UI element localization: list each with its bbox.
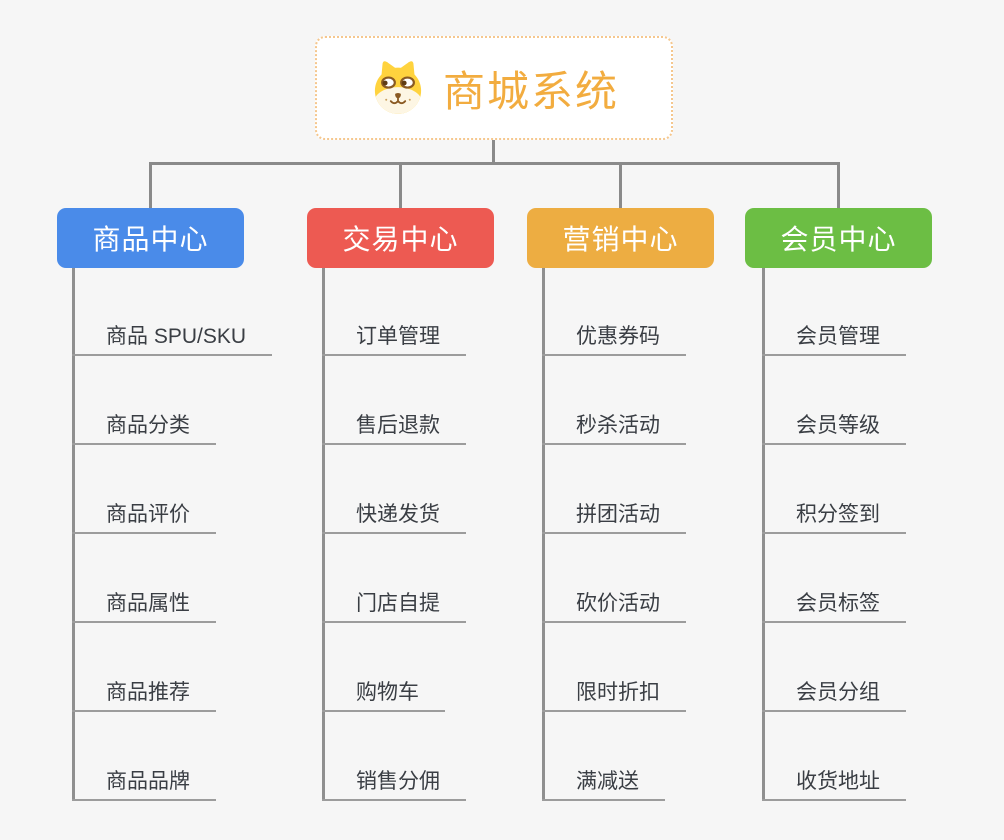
branch-rail-line <box>149 162 840 165</box>
branch-header-member[interactable]: 会员中心 <box>745 208 932 268</box>
root-node[interactable]: 商城系统 <box>315 36 673 140</box>
leaf-node[interactable]: 商品品牌 <box>72 767 216 801</box>
branch-header-trade[interactable]: 交易中心 <box>307 208 494 268</box>
branch-header-marketing[interactable]: 营销中心 <box>527 208 714 268</box>
branch-trunk-line <box>72 268 75 801</box>
leaf-node[interactable]: 快递发货 <box>322 500 466 534</box>
leaf-node[interactable]: 订单管理 <box>322 322 466 356</box>
dog-face-icon <box>374 61 422 114</box>
root-connector-line <box>492 138 495 165</box>
leaf-node[interactable]: 门店自提 <box>322 589 466 623</box>
branch-header-product[interactable]: 商品中心 <box>57 208 244 268</box>
branch-trunk-line <box>542 268 545 801</box>
leaf-node[interactable]: 积分签到 <box>762 500 906 534</box>
branch-trunk-line <box>322 268 325 801</box>
leaf-node[interactable]: 商品 SPU/SKU <box>72 322 273 356</box>
leaf-node[interactable]: 商品分类 <box>72 411 216 445</box>
root-title: 商城系统 <box>442 67 619 115</box>
leaf-node[interactable]: 销售分佣 <box>322 767 466 801</box>
leaf-node[interactable]: 购物车 <box>322 678 445 712</box>
branch-drop-line <box>149 162 152 208</box>
leaf-node[interactable]: 商品属性 <box>72 589 216 623</box>
leaf-node[interactable]: 会员等级 <box>762 411 906 445</box>
branch-drop-line <box>619 162 622 208</box>
leaf-node[interactable]: 收货地址 <box>762 767 906 801</box>
branch-drop-line <box>399 162 402 208</box>
leaf-node[interactable]: 会员管理 <box>762 322 906 356</box>
leaf-node[interactable]: 售后退款 <box>322 411 466 445</box>
branch-trunk-line <box>762 268 765 801</box>
leaf-node[interactable]: 砍价活动 <box>542 589 686 623</box>
leaf-node[interactable]: 会员标签 <box>762 589 906 623</box>
leaf-node[interactable]: 拼团活动 <box>542 500 686 534</box>
leaf-node[interactable]: 商品推荐 <box>72 678 216 712</box>
leaf-node[interactable]: 满减送 <box>542 767 665 801</box>
leaf-node[interactable]: 优惠券码 <box>542 322 686 356</box>
leaf-node[interactable]: 限时折扣 <box>542 678 686 712</box>
leaf-node[interactable]: 秒杀活动 <box>542 411 686 445</box>
branch-drop-line <box>837 162 840 208</box>
leaf-node[interactable]: 会员分组 <box>762 678 906 712</box>
leaf-node[interactable]: 商品评价 <box>72 500 216 534</box>
